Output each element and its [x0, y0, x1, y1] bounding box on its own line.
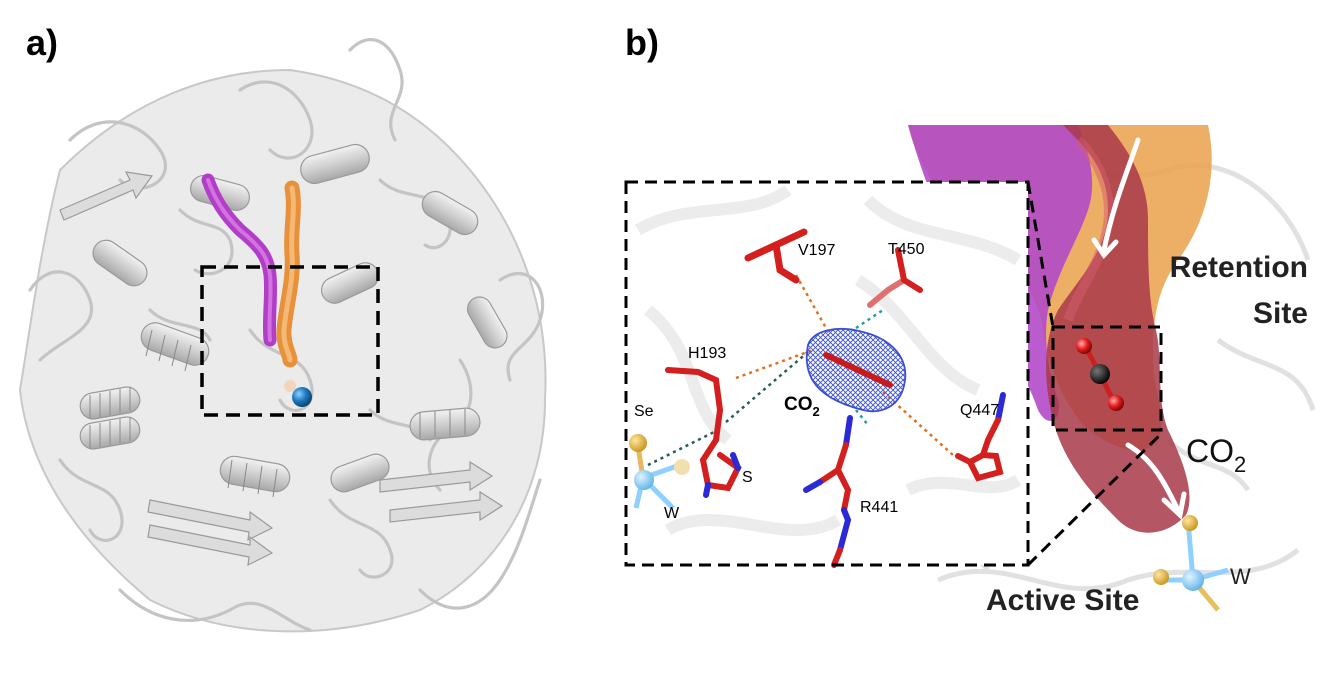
zoom-connector-lines: [1026, 181, 1165, 567]
electron-density-mesh: [805, 328, 907, 413]
label-se: Se: [634, 403, 654, 420]
label-w-inset: W: [664, 505, 680, 522]
residue-h193: [665, 367, 742, 498]
label-r441: R441: [860, 499, 898, 516]
label-retention-line2: Site: [1253, 297, 1308, 330]
label-retention-line1: Retention: [1170, 251, 1308, 284]
residue-q447: [955, 392, 1006, 482]
label-h193: H193: [688, 345, 726, 362]
panel-b-label: b): [625, 22, 659, 63]
panel-a-label: a): [26, 22, 59, 63]
tunnel-flow-arrows: [1091, 137, 1187, 520]
inset-panel: V197 T450 H193 CO2 Q447 Se S W R441: [624, 180, 1030, 568]
label-t450: T450: [888, 241, 925, 258]
tunnel-co2-molecule: [1076, 338, 1124, 411]
residue-r441: [803, 415, 853, 568]
tunnel-active-site-metal: [1153, 515, 1229, 612]
panel-a-protein-structure: [18, 38, 547, 633]
label-w-tunnel: W: [1230, 564, 1251, 589]
residue-t450: [867, 247, 923, 308]
zoom-box-b: [1051, 325, 1163, 432]
zoom-box-a: [200, 265, 380, 417]
panel-b-figure: V197 T450 H193 CO2 Q447 Se S W R441 Rete…: [624, 125, 1316, 617]
label-v197: V197: [798, 242, 835, 259]
label-co2-tunnel: CO2: [1186, 433, 1246, 477]
label-s: S: [742, 469, 753, 486]
label-active-site: Active Site: [986, 584, 1139, 617]
tungsten-sphere: [292, 387, 312, 407]
label-q447: Q447: [960, 402, 999, 419]
tunnel-orange: [276, 180, 301, 368]
tunnel-magenta: [201, 173, 278, 347]
inset-metal-site: [629, 434, 690, 510]
label-co2-inset: CO2: [784, 394, 820, 419]
residue-v197: [744, 228, 808, 284]
